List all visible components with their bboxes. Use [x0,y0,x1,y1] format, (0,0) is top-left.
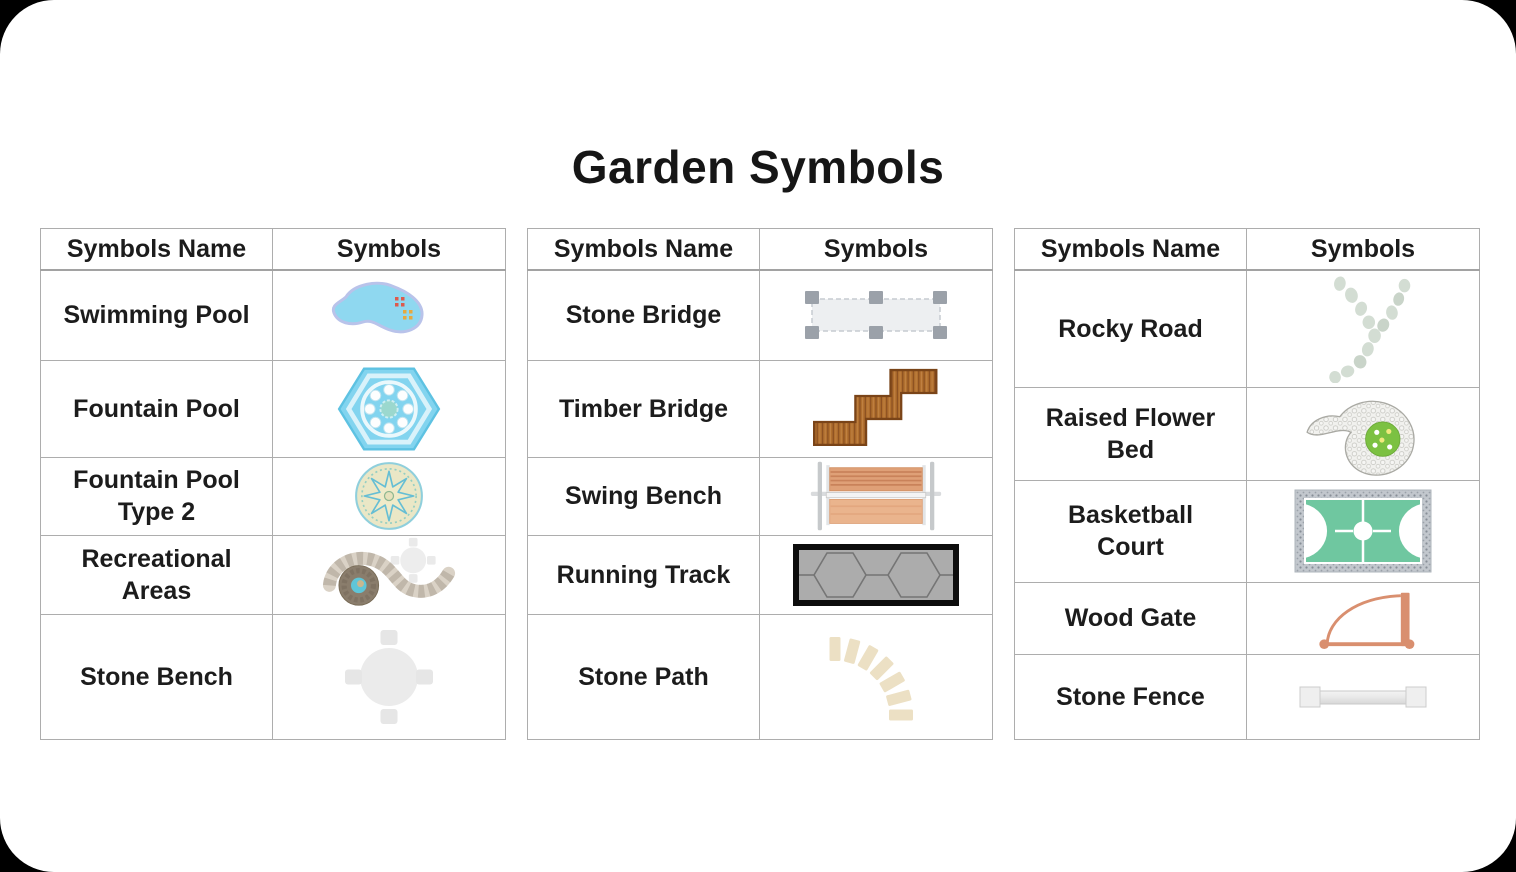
table-row: Swimming Pool [40,269,506,361]
timber-bridge-icon [813,368,938,446]
table-row: Stone Bridge [527,269,993,361]
table-row: Recreational Areas [40,534,506,615]
page-title: Garden Symbols [571,141,945,193]
symbol-name: Rocky Road [1014,269,1247,388]
table-row: Basketball Court [1014,479,1480,583]
header-row: Symbols Name Symbols [527,228,993,271]
symbol-cell [759,359,993,458]
symbol-name: Running Track [527,534,760,615]
symbol-cell [272,534,506,615]
col-header-symbols: Symbols [759,228,993,271]
table-row: Stone Fence [1014,653,1480,740]
fountain-pool-type-2-icon [355,462,423,530]
symbol-name: Stone Bridge [527,269,760,361]
raised-flower-bed-icon [1306,400,1415,476]
col-header-symbols-name: Symbols Name [1014,228,1247,271]
symbol-cell [1246,269,1480,388]
col-header-symbols-name: Symbols Name [40,228,273,271]
legend-table-1: Symbols Name Symbols Swimming Pool [40,228,506,740]
stone-bridge-icon [805,291,947,340]
table-row: Wood Gate [1014,581,1480,655]
running-track-icon [793,543,959,606]
stone-fence-icon [1299,686,1427,707]
table-row: Stone Bench [40,613,506,740]
symbol-cell [272,456,506,536]
symbol-name: Basketball Court [1014,479,1247,583]
rocky-road-icon [1328,276,1410,383]
symbol-cell [759,456,993,536]
header-row: Symbols Name Symbols [40,228,506,271]
symbol-cell [759,613,993,740]
symbol-cell [759,534,993,615]
symbol-name: Stone Fence [1014,653,1247,740]
swimming-pool-icon [331,282,423,334]
wood-gate-icon [1319,592,1415,650]
symbol-name: Swimming Pool [40,269,273,361]
col-header-symbols-name: Symbols Name [527,228,760,271]
symbol-name: Stone Path [527,613,760,740]
table-row: Stone Path [527,613,993,740]
recreational-areas-icon [322,537,456,606]
symbol-cell [272,269,506,361]
symbol-cell [272,613,506,740]
symbol-cell [1246,479,1480,583]
col-header-symbols: Symbols [1246,228,1480,271]
symbol-cell [272,359,506,458]
symbol-cell [1246,581,1480,655]
symbol-name: Fountain Pool Type 2 [40,456,273,536]
symbol-name: Fountain Pool [40,359,273,458]
table-row: Rocky Road [1014,269,1480,388]
symbol-name: Wood Gate [1014,581,1247,655]
symbol-name: Raised Flower Bed [1014,386,1247,481]
swing-bench-icon [810,461,942,531]
table-row: Fountain Pool [40,359,506,458]
symbol-name: Swing Bench [527,456,760,536]
legend-table-3: Symbols Name Symbols Rocky Road [1014,228,1480,740]
symbol-cell [1246,386,1480,481]
legend-table-2: Symbols Name Symbols Stone Bridge [527,228,993,740]
fountain-pool-icon [337,367,441,450]
stone-bench-icon [345,629,433,724]
symbol-cell [1246,653,1480,740]
symbol-name: Recreational Areas [40,534,273,615]
table-row: Running Track [527,534,993,615]
symbol-name: Timber Bridge [527,359,760,458]
symbol-name: Stone Bench [40,613,273,740]
col-header-symbols: Symbols [272,228,506,271]
header-row: Symbols Name Symbols [1014,228,1480,271]
basketball-court-icon [1294,489,1432,573]
table-row: Swing Bench [527,456,993,536]
symbol-cell [759,269,993,361]
stone-path-icon [829,636,913,720]
table-row: Raised Flower Bed [1014,386,1480,481]
legend-tables: Symbols Name Symbols Swimming Pool [40,228,1480,740]
table-row: Timber Bridge [527,359,993,458]
table-row: Fountain Pool Type 2 [40,456,506,536]
